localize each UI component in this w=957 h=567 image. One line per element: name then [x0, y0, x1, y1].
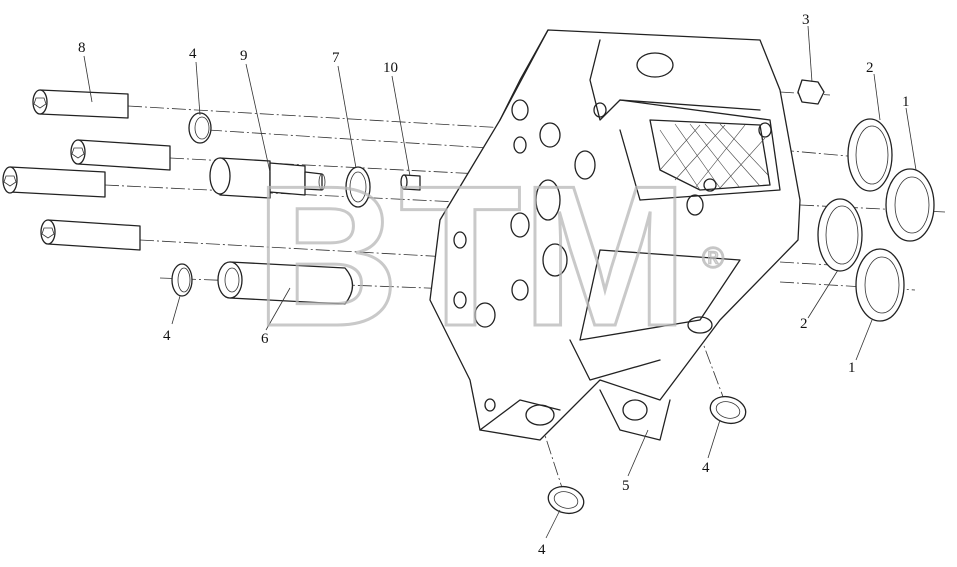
cover-1-upper [885, 168, 935, 242]
nut-3 [797, 79, 825, 105]
watermark: BTM ® [254, 144, 725, 370]
valve-spool-9 [209, 157, 326, 199]
hatched-cavity [649, 119, 771, 191]
cover-2-upper [847, 118, 893, 192]
callout-10: 10 [383, 60, 398, 76]
plug-6 [217, 261, 354, 305]
callout-2-a: 2 [866, 60, 874, 76]
cover-1-lower [855, 248, 905, 322]
callout-7: 7 [332, 50, 340, 66]
callout-4-a: 4 [189, 46, 197, 62]
callout-labels: 8 4 9 7 10 3 2 1 4 6 2 1 5 4 4 [78, 12, 910, 558]
covers-2 [817, 118, 893, 272]
callout-3: 3 [802, 12, 810, 28]
callout-6: 6 [261, 331, 269, 347]
seal-rings-4 [171, 112, 747, 515]
callout-4-b: 4 [163, 328, 171, 344]
callout-4-c: 4 [702, 460, 710, 476]
pin-8-lower [40, 219, 141, 251]
pin-8-second [70, 139, 171, 171]
pins-8 [2, 89, 171, 251]
housing-block [429, 29, 801, 441]
o-ring-7 [345, 166, 371, 208]
seal-ring-4-c [709, 395, 747, 425]
callout-4-d: 4 [538, 542, 546, 558]
cover-2-lower [817, 198, 863, 272]
pin-8-third [2, 166, 106, 198]
callout-9: 9 [240, 48, 248, 64]
covers-1 [855, 168, 935, 322]
leader-lines [83, 25, 917, 539]
callout-1-b: 1 [848, 360, 856, 376]
seal-ring-4-a [188, 112, 212, 144]
watermark-registered-mark: ® [702, 242, 724, 275]
callout-8: 8 [78, 40, 86, 56]
callout-2-b: 2 [800, 316, 808, 332]
pin-8-upper [32, 89, 129, 119]
seal-ring-4-d [547, 485, 585, 515]
dowel-10 [400, 174, 421, 191]
watermark-text: BTM [255, 145, 688, 368]
callout-5: 5 [622, 478, 630, 494]
callout-1-a: 1 [902, 94, 910, 110]
seal-ring-4-b [171, 263, 193, 297]
